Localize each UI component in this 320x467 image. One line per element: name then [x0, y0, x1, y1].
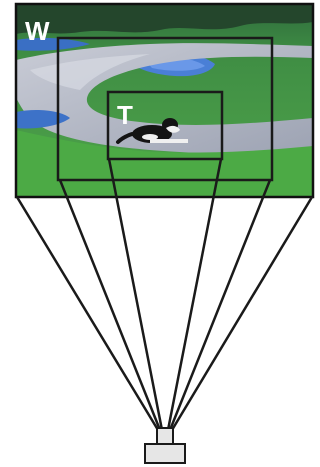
scene-photo	[16, 4, 313, 197]
wide-label: W	[25, 16, 50, 46]
fov-line-wide-left	[17, 197, 158, 430]
tele-label: T	[117, 100, 133, 130]
fov-line-mid-left	[60, 180, 160, 430]
fov-line-tele-left	[109, 159, 162, 430]
camera-lens	[157, 428, 173, 444]
field-of-view-lines	[17, 159, 312, 430]
camera-body	[145, 444, 185, 463]
fov-line-tele-right	[168, 159, 221, 430]
camera-icon	[145, 428, 185, 463]
fov-line-mid-right	[170, 180, 270, 430]
fov-line-wide-right	[172, 197, 312, 430]
